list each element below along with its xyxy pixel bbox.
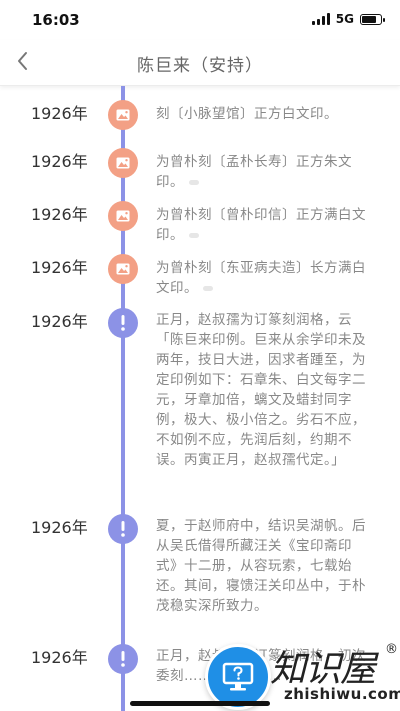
- entry-text-content: 刻〔小脉望馆〕正方白文印。: [156, 106, 338, 122]
- image-thumb-chip: [189, 232, 199, 238]
- brand-name: 知识屋: [270, 649, 376, 690]
- network-type: 5G: [335, 12, 354, 26]
- image-icon: [108, 201, 138, 231]
- status-icons: 5G: [311, 12, 385, 26]
- question-monitor-icon: [222, 662, 254, 691]
- signal-icon: [311, 13, 330, 25]
- entry-text-content: 为曾朴刻〔曾朴印信〕正方满白文印。: [156, 207, 366, 243]
- watermark-logo: 知识屋 ® zhishiwu.com: [268, 640, 400, 711]
- entry-text: 为曾朴刻〔曾朴印信〕正方满白文印。: [156, 205, 372, 245]
- entry-text-content: 为曾朴刻〔孟朴长寿〕正方朱文印。: [156, 154, 352, 190]
- timeline-line: [121, 86, 125, 711]
- info-icon: [108, 514, 138, 544]
- info-icon: [108, 644, 138, 674]
- image-thumb-chip: [189, 179, 199, 185]
- image-icon: [108, 148, 138, 178]
- entry-text: 正月，赵叔孺为订篆刻润格，云「陈巨来印例。巨来从余学印未及两年，技日大进，因求者…: [156, 310, 372, 470]
- image-icon: [108, 254, 138, 284]
- entry-text-content: 为曾朴刻〔东亚病夫造〕长方满白文印。: [156, 260, 366, 296]
- entry-year: 1926年: [31, 648, 88, 667]
- entry-year: 1926年: [31, 104, 88, 123]
- help-float-button[interactable]: [205, 644, 271, 710]
- image-thumb-chip: [203, 285, 213, 291]
- entry-text: 夏，于赵师府中，结识吴湖帆。后从吴氏借得所藏汪关《宝印斋印式》十二册，从容玩索，…: [156, 516, 372, 616]
- entry-text: 为曾朴刻〔东亚病夫造〕长方满白文印。: [156, 258, 372, 298]
- battery-icon: [360, 13, 385, 25]
- entry-text: 刻〔小脉望馆〕正方白文印。: [156, 104, 372, 124]
- entry-year: 1926年: [31, 152, 88, 171]
- back-button[interactable]: [10, 46, 36, 76]
- entry-year: 1926年: [31, 312, 88, 331]
- registered-mark: ®: [385, 642, 398, 657]
- chevron-left-icon: [18, 52, 27, 70]
- battery-level: [362, 15, 376, 23]
- home-indicator[interactable]: [130, 701, 270, 706]
- timeline: 1926年 刻〔小脉望馆〕正方白文印。 1926年 为曾朴刻〔孟朴长寿〕正方朱文…: [0, 86, 400, 711]
- nav-bar: 陈巨来（安持）: [0, 40, 400, 86]
- page-title: 陈巨来（安持）: [137, 56, 263, 76]
- status-time: 16:03: [32, 11, 80, 29]
- status-bar: 16:03 5G: [0, 0, 400, 40]
- brand-url: zhishiwu.com: [284, 685, 400, 703]
- entry-text-content: 夏，于赵师府中，结识吴湖帆。后从吴氏借得所藏汪关《宝印斋印式》十二册，从容玩索，…: [156, 518, 366, 614]
- entry-year: 1926年: [31, 205, 88, 224]
- entry-year: 1926年: [31, 258, 88, 277]
- entry-text: 为曾朴刻〔孟朴长寿〕正方朱文印。: [156, 152, 372, 192]
- info-icon: [108, 308, 138, 338]
- entry-year: 1926年: [31, 518, 88, 537]
- entry-text-content: 正月，赵叔孺为订篆刻润格，云「陈巨来印例。巨来从余学印未及两年，技日大进，因求者…: [156, 312, 366, 468]
- image-icon: [108, 100, 138, 130]
